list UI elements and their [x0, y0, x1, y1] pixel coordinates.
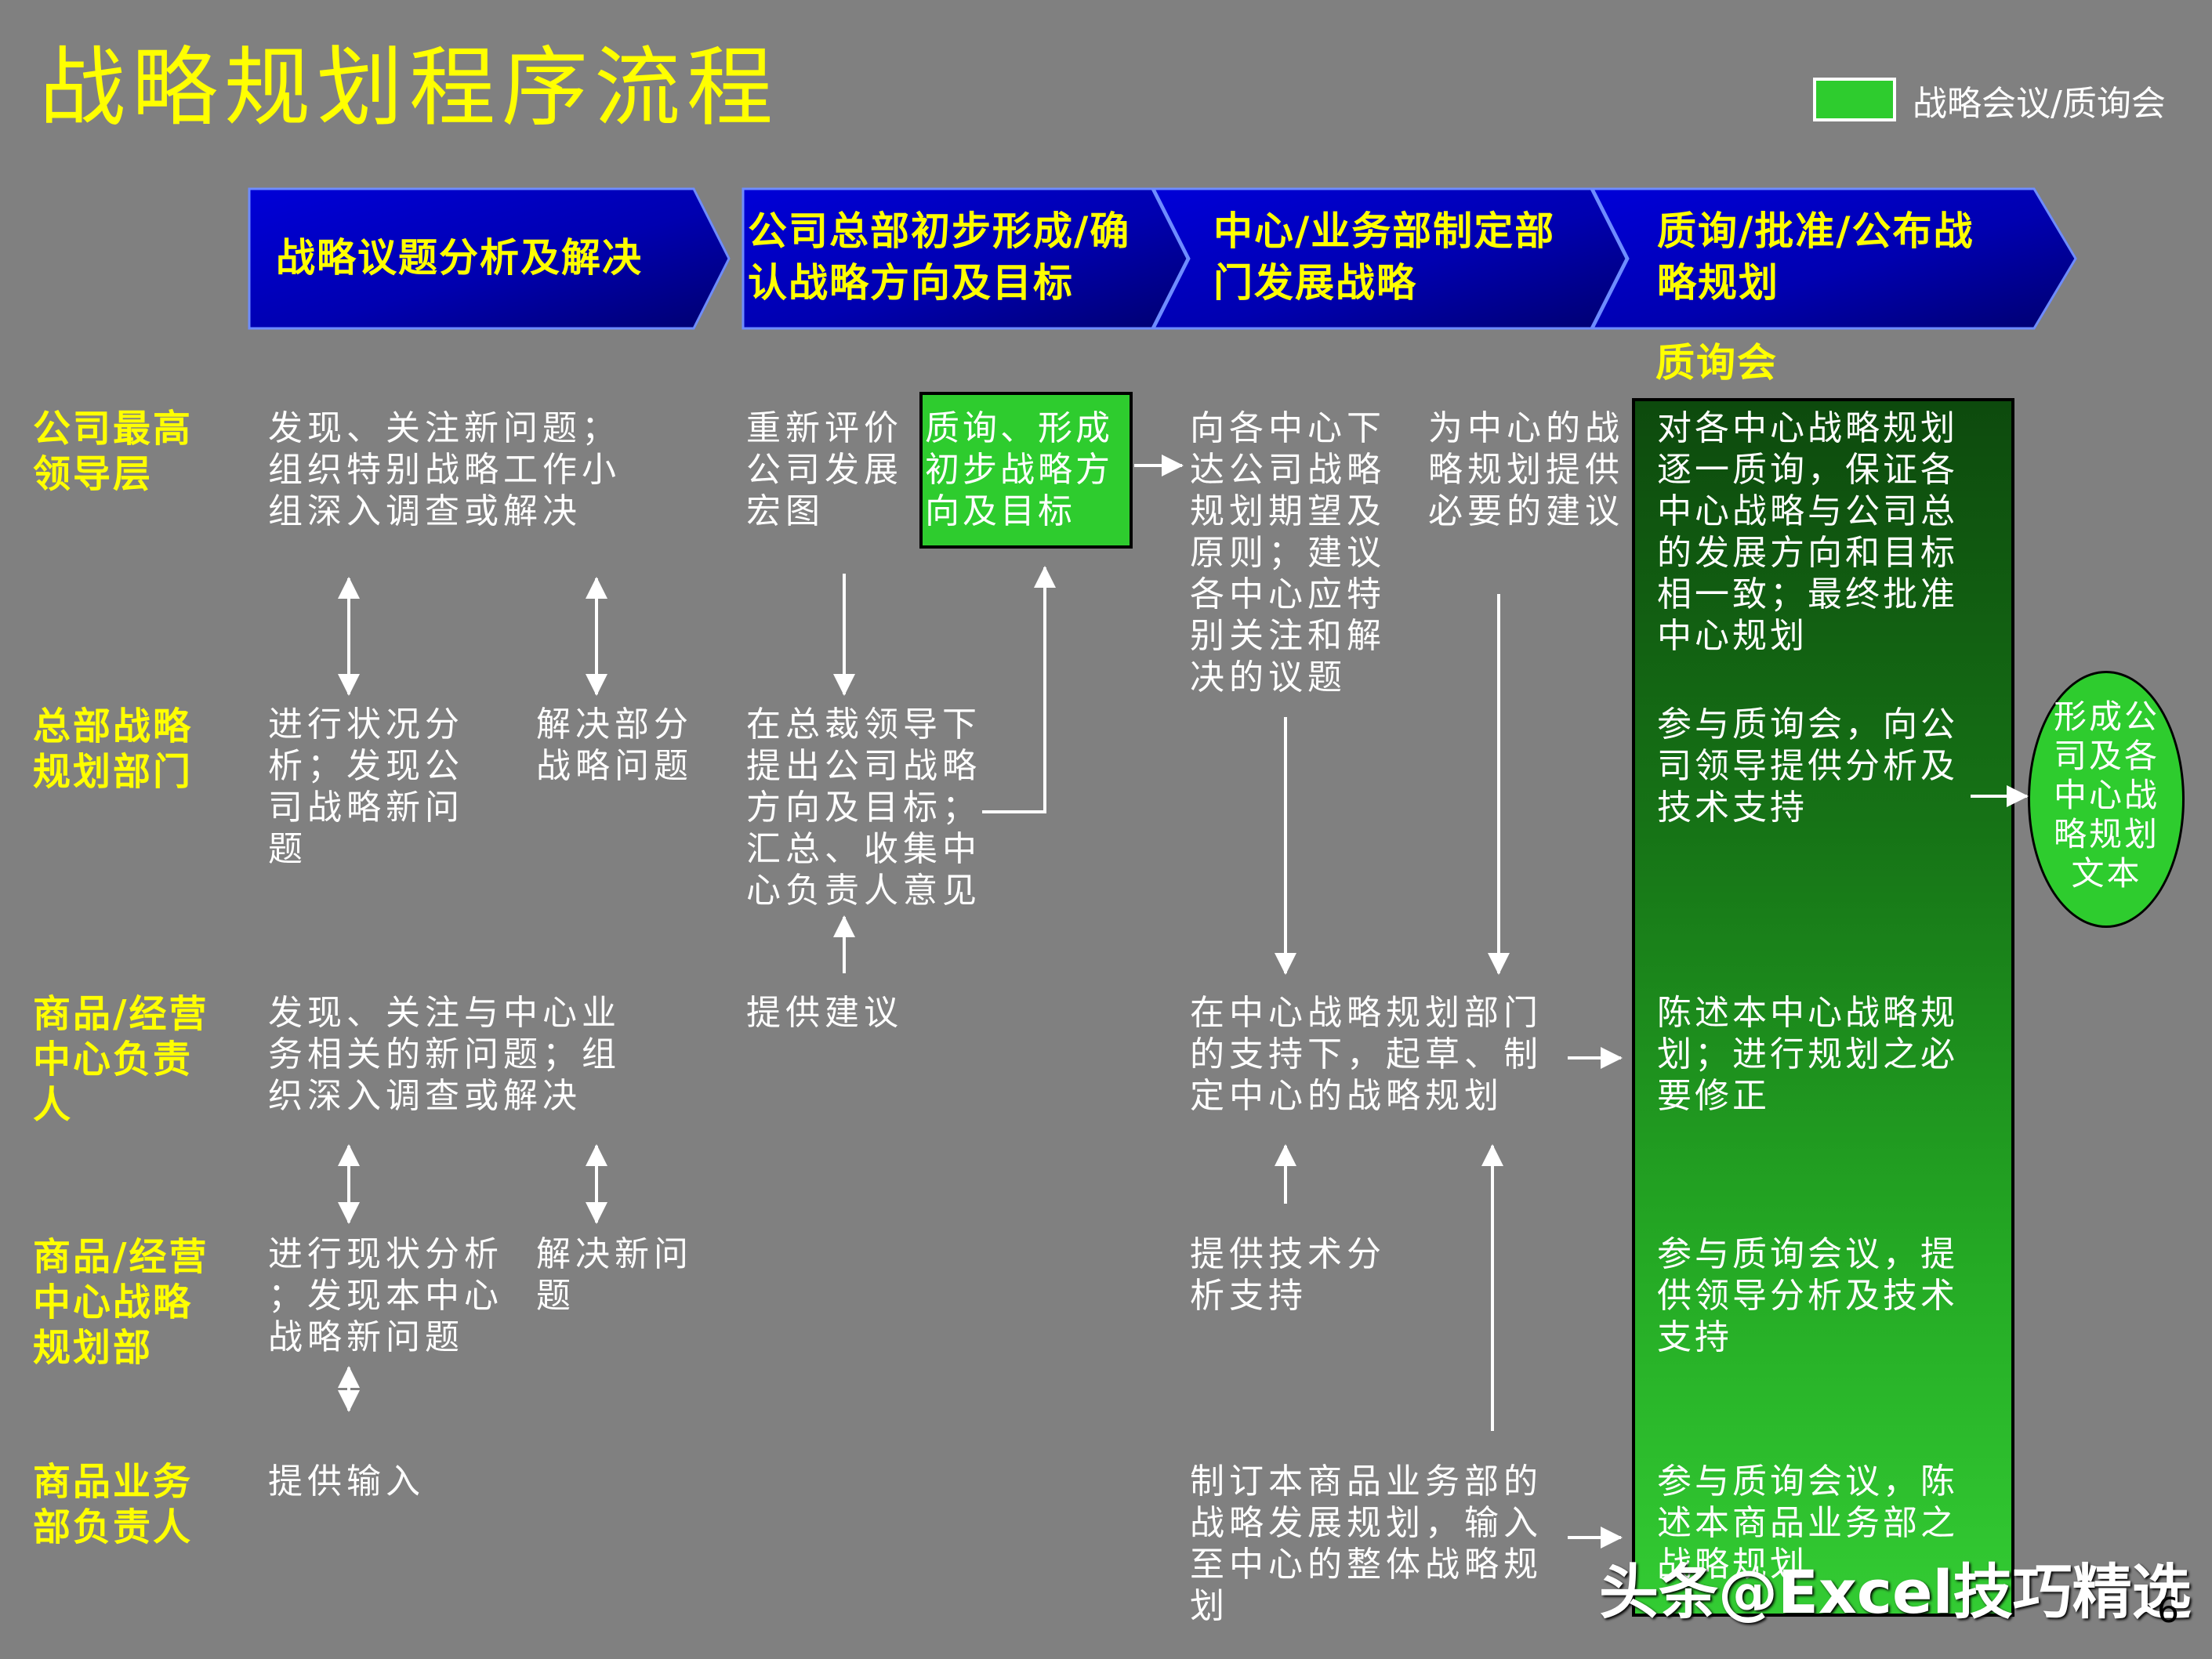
- cell-r5-c1: 提供输入: [268, 1462, 425, 1501]
- cell-r3-c1: 发现、关注与中心业 务相关的新问题；组 织深入调查或解决: [268, 993, 621, 1116]
- arrow-elbow-up-c2: [982, 566, 1056, 813]
- legend-label: 战略会议/质询会: [1913, 84, 2166, 124]
- chevron-3: [1151, 187, 1628, 330]
- chevron-2: [742, 187, 1189, 330]
- final-output-text: 形成公 司及各 中心战 略规划 文本: [2053, 697, 2159, 893]
- cell-r4-c4: 参与质询会议，提 供领导分析及技术 支持: [1657, 1234, 1958, 1357]
- cell-r3-c3: 在中心战略规划部门 的支持下，起草、制 定中心的战略规划: [1190, 993, 1543, 1116]
- cell-r5-c3: 制订本商品业务部的 战略发展规划，输入 至中心的整体战略规 划: [1190, 1462, 1543, 1626]
- cell-r1-c1: 发现、关注新问题； 组织特别战略工作小 组深入调查或解决: [268, 408, 621, 531]
- zhixun-meeting-column: [1632, 398, 2014, 1617]
- row-label-5: 商品业务 部负责人: [33, 1460, 194, 1549]
- cell-r4-c1a: 进行现状分析 ；发现本中心 战略新问题: [268, 1234, 503, 1357]
- final-output-ellipse: [2028, 671, 2185, 928]
- row-label-3: 商品/经营 中心负责 人: [33, 992, 209, 1127]
- cell-r2-c1a: 进行状况分 析；发现公 司战略新问 题: [268, 705, 464, 869]
- row-label-4: 商品/经营 中心战略 规划部: [33, 1235, 209, 1370]
- strategy-meeting-box: [919, 392, 1133, 549]
- cell-r1-c3b: 为中心的战 略规划提供 必要的建议: [1428, 408, 1624, 531]
- page-title: 战略规划程序流程: [39, 38, 779, 138]
- phase-label-2: 公司总部初步形成/确 认战略方向及目标: [748, 208, 1131, 306]
- cell-r2-c1b: 解决部分 战略问题: [536, 705, 693, 786]
- row-label-1: 公司最高 领导层: [33, 407, 194, 496]
- flow-arrows: [338, 455, 2029, 1549]
- cell-r4-c3: 提供技术分 析支持: [1190, 1234, 1386, 1316]
- cell-r2-c2: 在总裁领导下 提出公司战略 方向及目标； 汇总、收集中 心负责人意见: [746, 705, 981, 911]
- phase-chevrons: [248, 187, 2077, 330]
- phase-label-3: 中心/业务部制定部 门发展战略: [1213, 208, 1556, 306]
- chevron-1: [248, 187, 731, 330]
- cell-r1-c2b: 质询、形成 初步战略方 向及目标: [925, 408, 1113, 531]
- cell-r1-c4: 对各中心战略规划 逐一质询，保证各 中心战略与公司总 的发展方向和目标 相一致；…: [1657, 408, 1958, 656]
- cell-r3-c4: 陈述本中心战略规 划；进行规划之必 要修正: [1657, 993, 1958, 1116]
- cell-r5-c4: 参与质询会议，陈 述本商品业务部之 战略规划: [1657, 1462, 1958, 1585]
- cell-r2-c4: 参与质询会，向公 司领导提供分析及 技术支持: [1657, 705, 1958, 828]
- chevron-4: [1590, 187, 2077, 330]
- cell-r3-c2: 提供建议: [746, 993, 903, 1033]
- legend-swatch: [1813, 78, 1896, 121]
- phase-label-1: 战略议题分析及解决: [276, 235, 643, 281]
- watermark: 头条@Excel技巧精选: [1599, 1557, 2192, 1627]
- cell-r1-c3a: 向各中心下 达公司战略 规划期望及 原则；建议 各中心应特 别关注和解 决的议题: [1190, 408, 1386, 697]
- cell-r1-c2a: 重新评价 公司发展 宏图: [746, 408, 903, 531]
- cell-r4-c1b: 解决新问 题: [536, 1234, 693, 1316]
- phase-label-4: 质询/批准/公布战 略规划: [1657, 208, 1974, 306]
- page-number: 6: [2157, 1591, 2179, 1631]
- row-label-2: 总部战略 规划部门: [33, 705, 194, 794]
- zhixun-label: 质询会: [1655, 340, 1778, 386]
